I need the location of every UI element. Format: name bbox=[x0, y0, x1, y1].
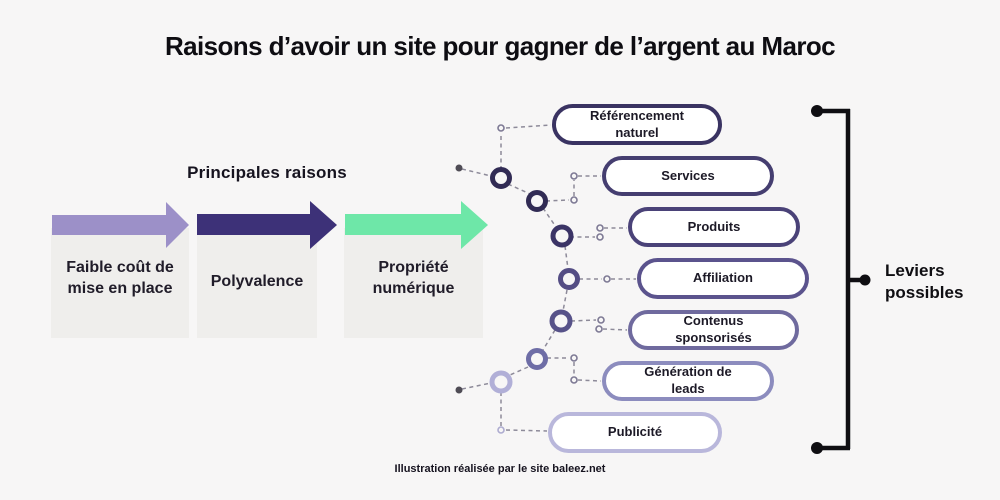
bracket bbox=[811, 105, 871, 454]
chain-small-nodes bbox=[497, 124, 611, 434]
chain-node-4 bbox=[558, 268, 580, 290]
reason-box-2 bbox=[197, 228, 317, 338]
chain-node-6 bbox=[526, 348, 548, 370]
levier-pill-generation-de-leads: Génération de leads bbox=[602, 361, 774, 401]
chain-node-7 bbox=[489, 370, 513, 394]
levier-pill-contenus-sponsorises: Contenus sponsorisés bbox=[628, 310, 799, 350]
levier-pill-label: Génération de leads bbox=[644, 364, 732, 396]
reasons-heading: Principales raisons bbox=[187, 163, 347, 182]
reason-label-2: Polyvalence bbox=[210, 273, 304, 290]
arrow-icon-2-shaft bbox=[197, 214, 310, 235]
levier-pill-label: Référencement naturel bbox=[590, 107, 684, 140]
levier-pill-services: Services bbox=[602, 156, 774, 196]
levier-pill-label: Produits bbox=[687, 218, 741, 234]
arrow-icon-1-shaft bbox=[52, 215, 166, 235]
levier-pill-affiliation: Affiliation bbox=[637, 258, 809, 299]
levier-pill-label: Affiliation bbox=[693, 270, 753, 286]
chain-node-1 bbox=[490, 167, 512, 189]
reason-box-3 bbox=[344, 228, 483, 338]
arrow-icon-2-head bbox=[310, 201, 337, 249]
levier-pill-publicite: Publicité bbox=[548, 412, 722, 453]
reason-label-3: Propriété numérique bbox=[372, 259, 455, 298]
levier-pill-referencement: Référencement naturel bbox=[552, 104, 722, 145]
bracket-middle-dot bbox=[859, 274, 871, 286]
levier-pill-label: Contenus sponsorisés bbox=[675, 313, 752, 345]
chain-node-3 bbox=[550, 224, 574, 248]
bracket-top-dot bbox=[811, 105, 823, 117]
levier-pill-produits: Produits bbox=[628, 207, 800, 247]
arrow-icon-1-head bbox=[166, 202, 189, 248]
footer-credit: Illustration réalisée par le site baleez… bbox=[394, 463, 606, 475]
leviers-heading: Leviers possibles bbox=[885, 261, 964, 302]
page-title: Raisons d’avoir un site pour gagner de l… bbox=[165, 31, 836, 61]
levier-pill-label: Services bbox=[661, 167, 715, 183]
levier-pill-label: Publicité bbox=[607, 424, 663, 440]
chain-nodes bbox=[489, 167, 580, 394]
chain-node-2 bbox=[526, 190, 548, 212]
chain-node-5 bbox=[549, 309, 573, 333]
bracket-bottom-dot bbox=[811, 442, 823, 454]
arrow-icon-3-shaft bbox=[345, 214, 461, 235]
reason-label-1: Faible coût de mise en place bbox=[66, 259, 174, 298]
arrow-icon-3-head bbox=[461, 201, 488, 249]
